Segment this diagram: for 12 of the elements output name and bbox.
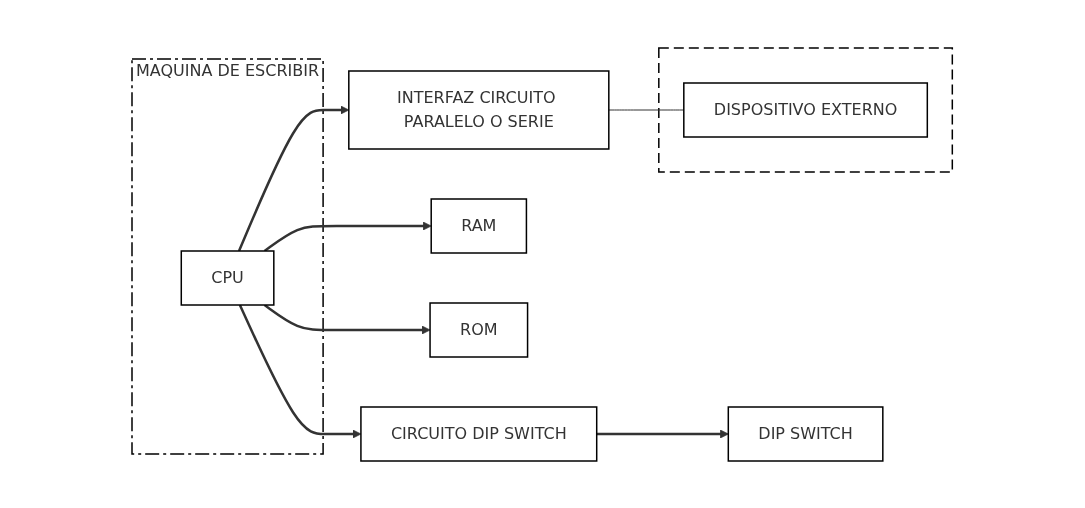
cluster [658,46,954,173]
node-box: CPU [180,249,275,306]
node-box: CIRCUITO DIP SWITCH [360,405,598,462]
arrow [264,221,432,252]
node-box: DISPOSITIVO EXTERNO [683,81,929,138]
node-box: INTERFAZ CIRCUITO PARALELO O SERIE [348,69,610,150]
node-box: ROM [429,301,529,358]
arrow [238,105,350,251]
arrow [264,303,431,334]
node-box: RAM [430,197,528,254]
arrow [239,304,362,438]
node-box: DIP SWITCH [727,405,884,462]
